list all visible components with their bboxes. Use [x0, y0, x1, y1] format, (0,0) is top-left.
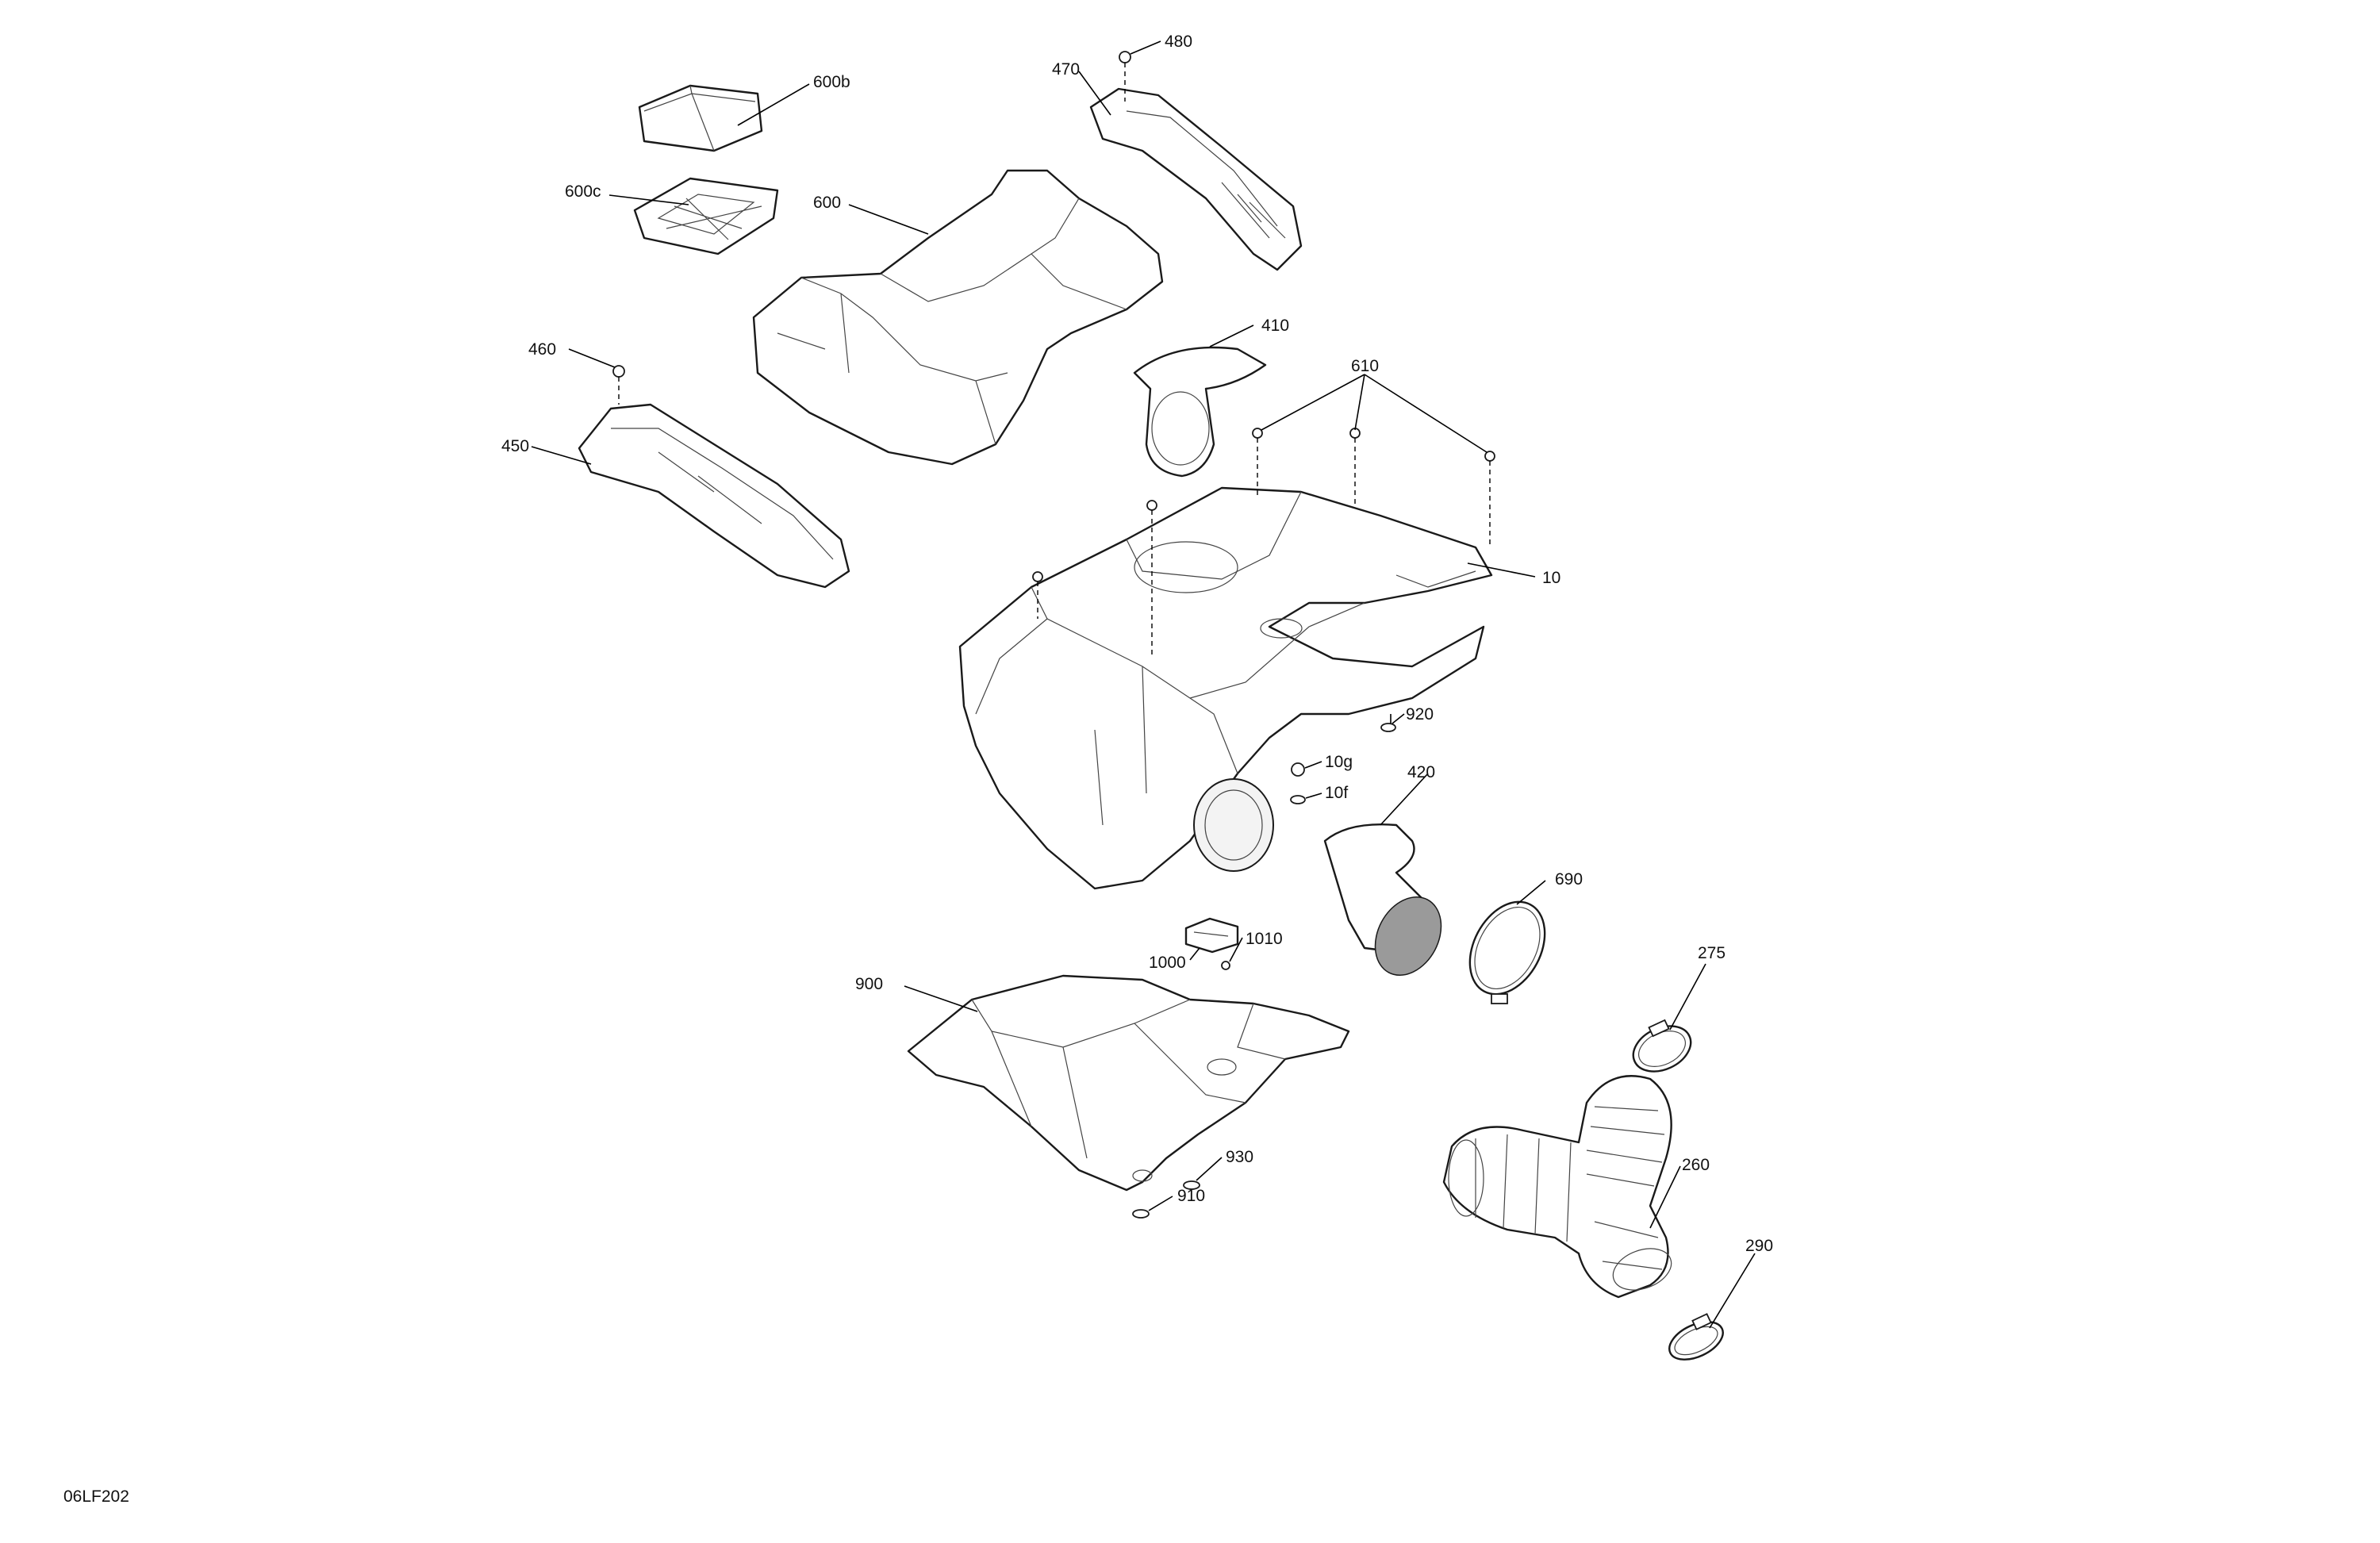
callout-labels: 600b 600c 600 470 480 460 450 410 610 10… — [501, 33, 1773, 1255]
callout-690: 690 — [1555, 870, 1583, 889]
part-420-adapter — [1323, 823, 1442, 977]
part-1010-screw — [1221, 961, 1230, 970]
part-470-right-rail — [1089, 87, 1303, 271]
part-10f-washer — [1290, 795, 1306, 804]
callout-600b: 600b — [813, 73, 850, 91]
callout-480: 480 — [1165, 33, 1192, 51]
part-450-left-rail — [578, 403, 850, 589]
callout-910: 910 — [1177, 1187, 1205, 1205]
callout-10f: 10f — [1325, 784, 1348, 802]
part-600-upper-housing — [752, 169, 1164, 466]
part-920-washer — [1380, 723, 1396, 732]
callout-470: 470 — [1052, 60, 1080, 79]
part-610-screws — [1032, 428, 1495, 658]
part-600b-filter-cover — [638, 84, 763, 152]
part-600c-filter-grid — [633, 177, 779, 255]
callout-420: 420 — [1407, 763, 1435, 781]
callout-275: 275 — [1698, 944, 1726, 962]
part-900-tray — [907, 974, 1350, 1192]
callout-290: 290 — [1745, 1237, 1773, 1255]
part-410-intake-duct — [1133, 346, 1267, 478]
callout-450: 450 — [501, 437, 529, 455]
callout-1000: 1000 — [1149, 954, 1186, 972]
part-290-clamp — [1668, 1313, 1724, 1361]
part-690-clamp-ring — [1468, 900, 1546, 1004]
part-10-airbox — [958, 486, 1493, 890]
part-460-screw — [612, 365, 625, 405]
callout-610: 610 — [1351, 357, 1379, 375]
callout-260: 260 — [1682, 1156, 1710, 1174]
callout-930: 930 — [1226, 1148, 1253, 1166]
callout-920: 920 — [1406, 705, 1434, 724]
callout-900: 900 — [855, 975, 883, 993]
callout-10: 10 — [1542, 569, 1560, 587]
part-275-clamp — [1632, 1019, 1692, 1073]
drawing-code: 06LF202 — [63, 1487, 129, 1506]
part-930-washer — [1183, 1180, 1200, 1190]
callout-1010: 1010 — [1246, 930, 1283, 948]
part-1000-plug — [1184, 917, 1239, 954]
callout-410: 410 — [1261, 317, 1289, 335]
callout-600: 600 — [813, 194, 841, 212]
callout-10g: 10g — [1325, 753, 1353, 771]
part-260-intake-hose — [1442, 1075, 1672, 1299]
part-480-screw — [1119, 51, 1131, 102]
callout-460: 460 — [528, 340, 556, 359]
leader-lines — [531, 40, 1756, 1329]
callout-600c: 600c — [565, 182, 601, 201]
part-10g-nut — [1291, 762, 1305, 777]
part-910-washer — [1132, 1209, 1150, 1219]
